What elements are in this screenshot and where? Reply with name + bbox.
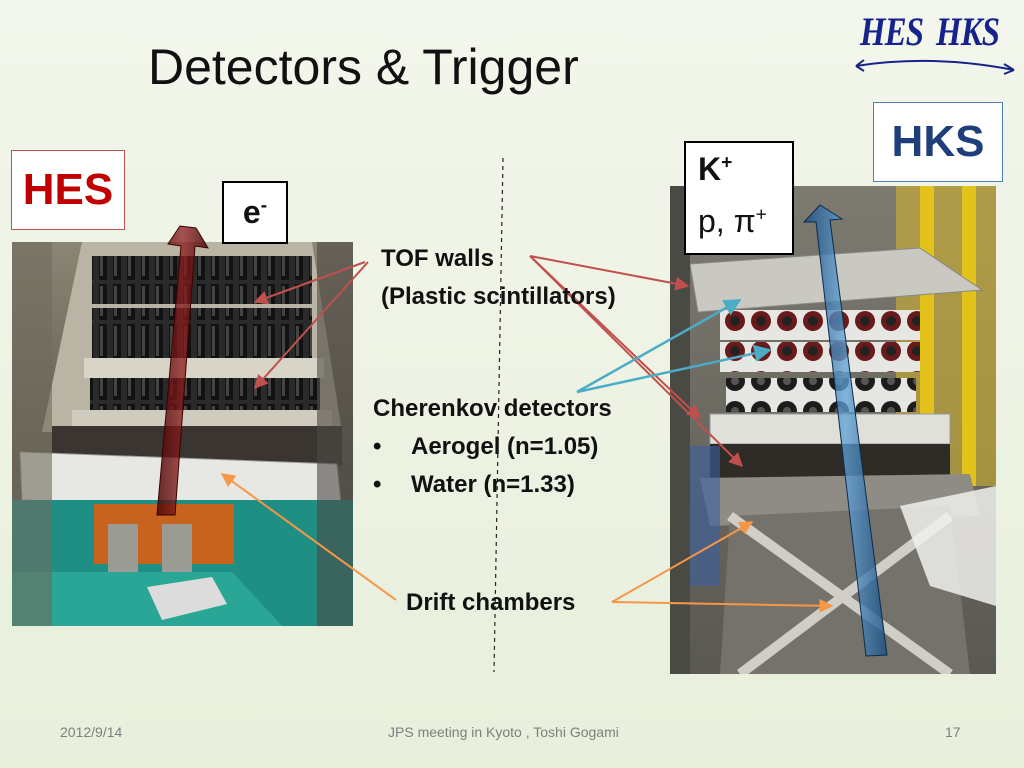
cherenkov-item: •Water (n=1.33) [373,471,575,498]
cherenkov-label: Cherenkov detectors •Aerogel (n=1.05) •W… [373,390,612,504]
hks-label-box: HKS [873,102,1003,182]
hes-label-box: HES [11,150,125,230]
electron-charge: - [260,195,268,217]
footer-page-number: 17 [945,724,961,740]
footer-date: 2012/9/14 [60,724,123,740]
hes-detector-photo [12,242,353,626]
cherenkov-title: Cherenkov detectors [373,395,612,422]
tof-line-2: (Plastic scintillators) [381,283,616,310]
drift-chambers-label: Drift chambers [406,589,576,616]
logo-swoosh-icon [855,59,1015,75]
footer-meeting: JPS meeting in Kyoto , Toshi Gogami [388,724,619,740]
electron-symbol: e [242,194,261,230]
kaon-line-1: K+ [698,151,733,187]
kaon-line-2: p, π+ [698,203,767,239]
hes-hks-logo: HES HKS [848,4,1020,76]
logo-word-hes: HES [860,9,924,54]
logo-word-hks: HKS [936,9,1000,54]
slide-title: Detectors & Trigger [148,39,579,95]
electron-label-box: e- [222,181,288,244]
tof-line-1: TOF walls [381,245,494,272]
tof-walls-label: TOF walls (Plastic scintillators) [381,240,616,316]
hks-detector-photo [670,186,996,674]
cherenkov-item: •Aerogel (n=1.05) [373,433,599,460]
kaon-label-box: K+ p, π+ [684,141,794,255]
